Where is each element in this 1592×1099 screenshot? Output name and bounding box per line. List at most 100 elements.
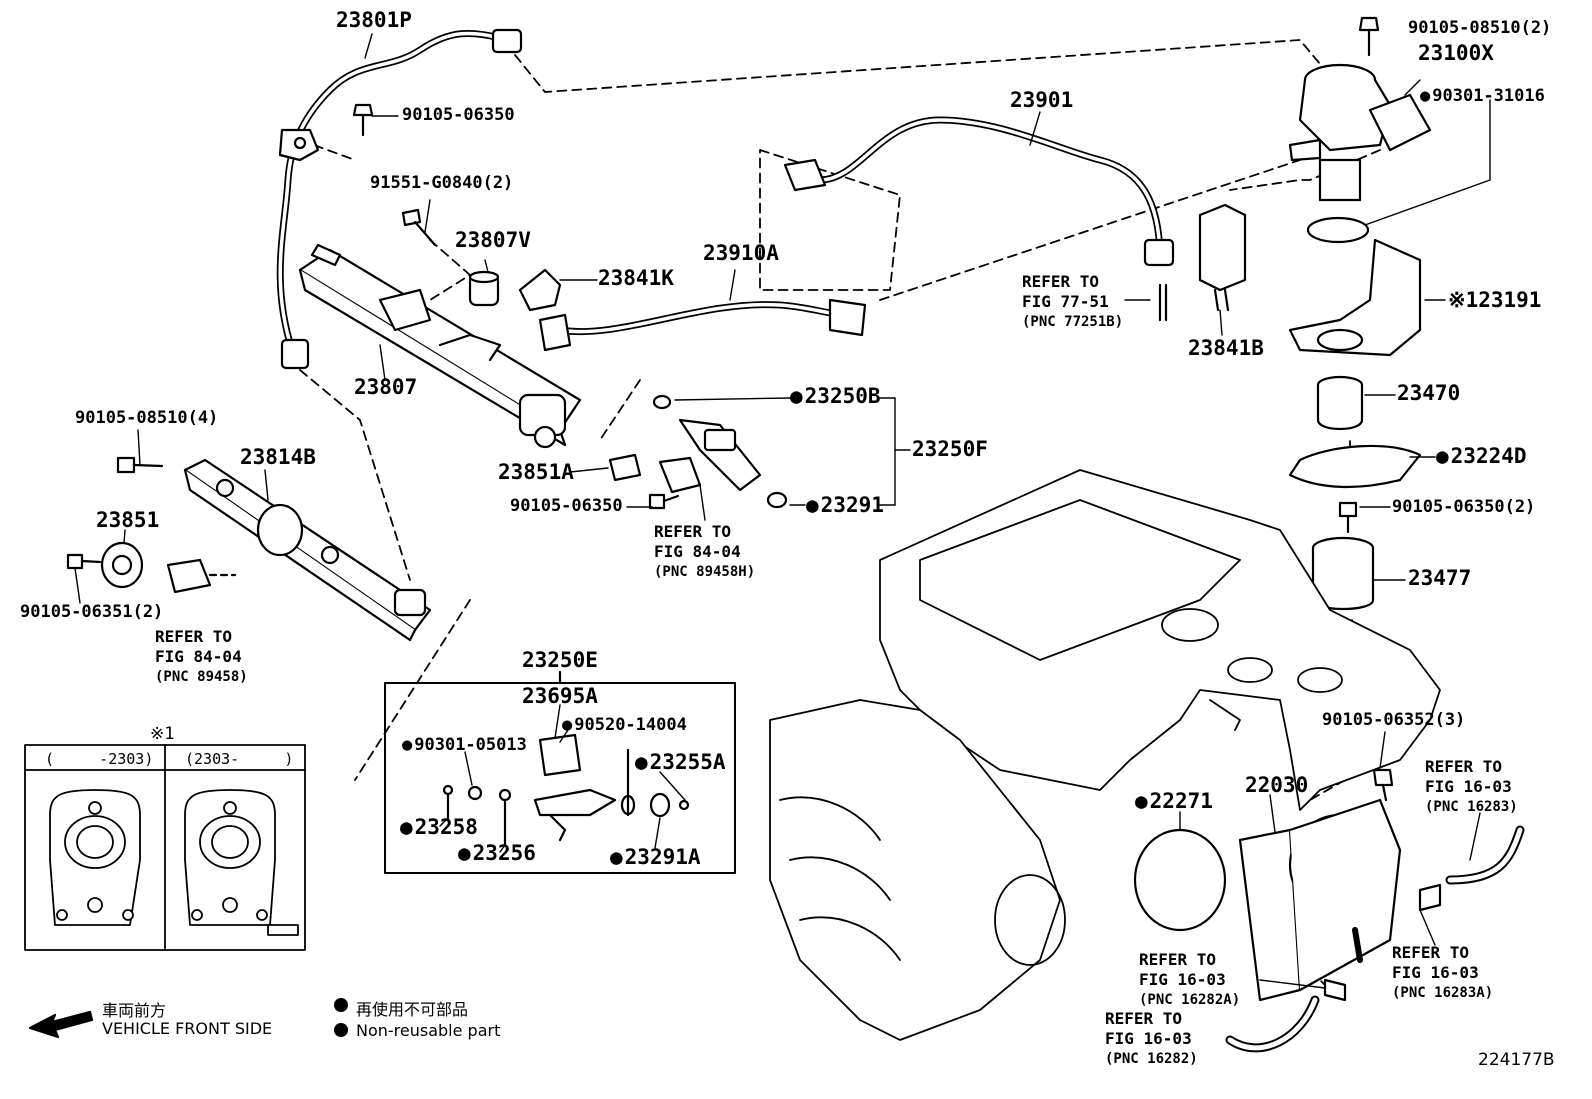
label-23801P: 23801P [336,8,412,32]
refer-line2: FIG 16-03 [1392,963,1479,982]
refer-line2: FIG 16-03 [1139,970,1226,989]
label-90105-06350-2: 90105-06350(2) [1392,497,1536,517]
label-91551-G0840: 91551-G0840(2) [370,173,514,193]
refer-pnc: (PNC 16283A) [1392,985,1494,1001]
gasket-23224D [1288,444,1422,489]
refer-line1: REFER TO [1105,1009,1183,1028]
refer-pnc: (PNC 77251B) [1022,314,1124,330]
inset-col1-heading: ( -2303) [45,750,154,768]
label-23258: 23258 [400,817,478,838]
label-90301-05013: 90301-05013 [402,737,527,754]
refer-pnc: (PNC 16282A) [1139,992,1241,1008]
refer-fig-16-03-16282: REFER TO FIG 16-03 (PNC 16282) [1105,1009,1198,1069]
inset-col2-heading: (2303- ) [185,750,294,768]
kit-23250E-parts [442,733,690,847]
refer-line2: FIG 16-03 [1425,777,1512,796]
legend-nonreuse-jp: 再使用不可部品 [356,1000,469,1019]
refer-pnc: (PNC 16283) [1425,799,1518,815]
delivery-pipe-23814B [183,458,432,642]
label-23807: 23807 [354,375,418,399]
fuel-injector-23250F [608,394,788,509]
label-90105-08510-4: 90105-08510(4) [75,408,219,428]
label-23250E: 23250E [522,648,598,672]
label-90105-08510-2: 90105-08510(2) [1408,18,1552,38]
front-arrow [28,1010,94,1039]
throttle-body-22030 [1238,798,1402,1002]
label-23470: 23470 [1397,381,1461,405]
refer-fig-16-03-16283: REFER TO FIG 16-03 (PNC 16283) [1425,757,1518,817]
refer-fig-16-03-16283A: REFER TO FIG 16-03 (PNC 16283A) [1392,943,1493,1003]
lifter-23470 [1316,375,1364,430]
label-23807V: 23807V [455,228,531,252]
label-23851: 23851 [96,508,160,532]
label-90301-31016: 90301-31016 [1420,88,1545,105]
fuel-hose-23901 [783,116,1175,322]
label-23100X: 23100X [1418,41,1494,65]
inset-box [24,744,306,951]
sensor-23851 [100,541,144,589]
inset-bracket-left [49,789,141,926]
label-22271: 22271 [1135,791,1213,812]
label-90105-06350-a: 90105-06350 [402,105,515,125]
refer-line1: REFER TO [1392,943,1470,962]
refer-line1: REFER TO [1425,757,1503,776]
pressure-sensor [166,558,237,594]
refer-line2: FIG 16-03 [1105,1029,1192,1048]
refer-line2: FIG 84-04 [155,647,242,666]
refer-pnc: (PNC 16282) [1105,1051,1198,1067]
fuel-pipe-23801P [276,28,523,370]
refer-line2: FIG 77-51 [1022,292,1109,311]
label-23255A: 23255A [635,752,726,773]
clamp-23841K [518,268,562,312]
label-23256: 23256 [458,843,536,864]
refer-line1: REFER TO [1022,272,1100,291]
label-23695A: 23695A [522,684,598,708]
refer-pnc: (PNC 89458H) [654,564,756,580]
sleeve-23807V [468,270,500,307]
refer-pnc: (PNC 89458) [155,669,248,685]
label-90105-06350-b: 90105-06350 [510,496,623,516]
legend-dots [334,998,348,1037]
label-23477: 23477 [1408,566,1472,590]
inset-bracket-right [184,789,299,936]
label-90105-06351: 90105-06351(2) [20,602,164,622]
bolts [66,16,1394,802]
refer-fig-84-04-a: REFER TO FIG 84-04 (PNC 89458) [155,627,248,687]
kit-23250E-box [384,670,736,874]
legend-front-jp: 車両前方 [102,1001,167,1020]
label-23250B: 23250B [790,386,881,407]
refer-fig-84-04-b: REFER TO FIG 84-04 (PNC 89458H) [654,522,755,582]
diagram-id: 224177B [1478,1050,1555,1070]
refer-line2: FIG 84-04 [654,542,741,561]
water-hoses [1225,825,1525,1053]
bracket-23191 [1288,238,1422,357]
label-23901: 23901 [1010,88,1074,112]
refer-fig-77-51: REFER TO FIG 77-51 (PNC 77251B) [1022,272,1123,332]
inset-mark: ※1 [150,724,175,744]
fuel-hose-23910A [538,298,867,352]
label-23841B: 23841B [1188,336,1264,360]
label-23291: 23291 [806,495,884,516]
label-23224D: 23224D [1436,446,1527,467]
label-23291A: 23291A [610,847,701,868]
label-90520-14004: 90520-14004 [562,717,687,734]
label-23250F: 23250F [912,437,988,461]
fuel-rail-23807 [298,243,582,449]
refer-line1: REFER TO [654,522,732,541]
legend-nonreuse-en: Non-reusable part [356,1021,501,1040]
connector-23841B [1198,203,1247,312]
label-23841K: 23841K [598,266,674,290]
label-23851A: 23851A [498,460,574,484]
label-22030: 22030 [1245,773,1309,797]
refer-line1: REFER TO [155,627,233,646]
label-90105-06352: 90105-06352(3) [1322,710,1466,730]
label-23814B: 23814B [240,445,316,469]
label-23910A: 23910A [703,241,779,265]
engine-outline [769,469,1441,1041]
label-23191: ※123191 [1448,288,1542,312]
gasket-22271 [1133,828,1227,932]
legend-front-en: VEHICLE FRONT SIDE [102,1019,273,1038]
fuel-pump-23100X [1288,63,1432,244]
refer-line1: REFER TO [1139,950,1217,969]
